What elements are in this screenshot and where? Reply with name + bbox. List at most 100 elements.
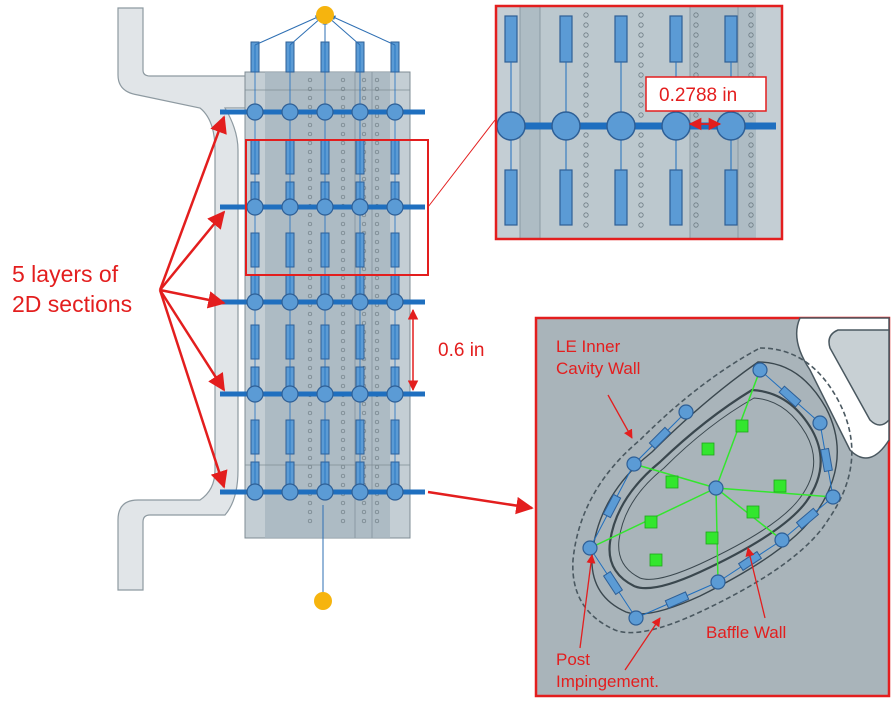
- film-hole: [307, 401, 313, 407]
- zoom-region-box: [245, 139, 429, 276]
- cavity-wall-label-line1: LE Inner: [556, 337, 621, 356]
- film-hole: [748, 22, 754, 28]
- film-hole: [374, 437, 380, 443]
- layer-node: [496, 111, 526, 141]
- film-hole: [638, 72, 644, 78]
- film-hole: [374, 320, 380, 326]
- film-hole: [374, 158, 380, 164]
- section-annotation-arrows: [579, 394, 766, 671]
- film-hole: [340, 428, 346, 434]
- film-hole: [583, 32, 589, 38]
- film-hole: [340, 149, 346, 155]
- film-hole: [638, 12, 644, 18]
- film-hole: [748, 202, 754, 208]
- film-hole: [374, 185, 380, 191]
- film-hole: [748, 142, 754, 148]
- flow-element: [778, 385, 802, 408]
- layer-node: [281, 385, 299, 403]
- film-hole: [307, 419, 313, 425]
- film-hole: [638, 202, 644, 208]
- layer-node: [351, 198, 369, 216]
- film-hole: [361, 410, 367, 416]
- film-hole: [374, 347, 380, 353]
- film-hole: [583, 182, 589, 188]
- section-node: [752, 362, 768, 378]
- film-hole: [361, 95, 367, 101]
- film-hole: [340, 410, 346, 416]
- section-node: [812, 415, 828, 431]
- film-hole: [340, 77, 346, 83]
- section-node: [678, 404, 694, 420]
- film-hole: [583, 72, 589, 78]
- film-hole: [693, 172, 699, 178]
- layer-node: [281, 293, 299, 311]
- layer-node: [661, 111, 691, 141]
- section-layers: [220, 103, 425, 501]
- layer-node: [386, 385, 404, 403]
- flow-element: [669, 15, 683, 63]
- film-hole: [583, 202, 589, 208]
- film-hole: [307, 320, 313, 326]
- film-hole: [307, 311, 313, 317]
- film-hole: [340, 500, 346, 506]
- layers-label-line1: 5 layers of: [12, 261, 119, 287]
- film-hole: [583, 52, 589, 58]
- film-hole: [340, 239, 346, 245]
- film-hole: [638, 32, 644, 38]
- film-hole: [340, 131, 346, 137]
- section-node: [628, 610, 644, 626]
- film-hole: [374, 257, 380, 263]
- baffle-center-node: [708, 480, 724, 496]
- layers-label-line2: 2D sections: [12, 291, 132, 317]
- film-hole: [374, 329, 380, 335]
- film-hole: [638, 92, 644, 98]
- film-hole: [340, 365, 346, 371]
- film-hole: [307, 446, 313, 452]
- film-hole: [374, 518, 380, 524]
- film-hole: [583, 112, 589, 118]
- film-hole: [638, 82, 644, 88]
- film-hole: [693, 182, 699, 188]
- film-hole: [340, 374, 346, 380]
- film-hole: [307, 248, 313, 254]
- film-hole: [748, 52, 754, 58]
- film-hole: [361, 122, 367, 128]
- film-hole: [361, 509, 367, 515]
- baffle-node-icon: [705, 531, 719, 545]
- film-hole: [748, 162, 754, 168]
- film-hole: [374, 293, 380, 299]
- film-hole: [307, 77, 313, 83]
- film-hole: [374, 248, 380, 254]
- film-hole: [374, 239, 380, 245]
- film-hole: [638, 62, 644, 68]
- flow-element: [664, 591, 690, 609]
- film-hole: [374, 383, 380, 389]
- film-hole: [340, 275, 346, 281]
- film-hole: [307, 509, 313, 515]
- film-hole: [693, 192, 699, 198]
- film-hole: [374, 140, 380, 146]
- film-hole: [307, 140, 313, 146]
- film-hole: [693, 212, 699, 218]
- section-detail: [534, 316, 891, 698]
- film-hole: [638, 162, 644, 168]
- film-hole: [340, 140, 346, 146]
- film-hole: [307, 473, 313, 479]
- film-hole: [638, 102, 644, 108]
- pitch-label-box: [645, 76, 767, 112]
- layer-node: [281, 103, 299, 121]
- layer-node: [386, 198, 404, 216]
- film-hole: [374, 221, 380, 227]
- film-hole: [340, 95, 346, 101]
- film-hole: [340, 212, 346, 218]
- film-hole: [748, 132, 754, 138]
- film-hole: [638, 42, 644, 48]
- film-hole: [340, 455, 346, 461]
- film-hole: [307, 482, 313, 488]
- film-hole: [340, 329, 346, 335]
- film-hole: [693, 132, 699, 138]
- post-impingement-label-line2: Impingement.: [556, 672, 659, 691]
- film-hole: [340, 122, 346, 128]
- film-hole: [374, 230, 380, 236]
